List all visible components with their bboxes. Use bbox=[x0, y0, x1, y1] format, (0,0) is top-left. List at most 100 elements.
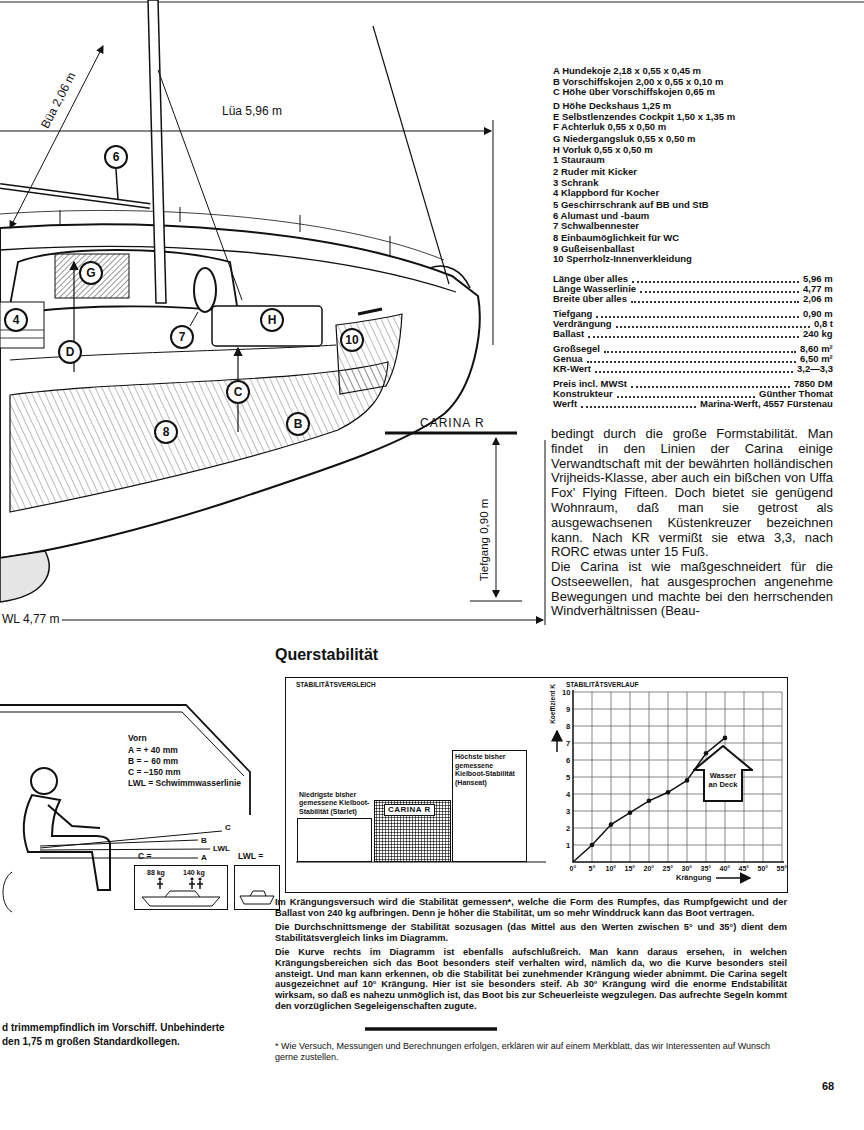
key-entry: 9 Gußeisenballast bbox=[553, 244, 634, 254]
axis-tick: 40° bbox=[720, 865, 731, 873]
spec-name: Ballast bbox=[553, 329, 584, 339]
node-text: C = bbox=[138, 851, 151, 862]
callout-number: C bbox=[226, 380, 250, 404]
axis-tick: 6 bbox=[566, 756, 570, 765]
trim-note: LWL = Schwimmwasserlinie bbox=[128, 778, 241, 788]
axis-tick: 45° bbox=[739, 865, 750, 873]
spec-name: Länge Wasserlinie bbox=[553, 284, 636, 294]
dimension-label: Büa 2,06 m bbox=[37, 69, 78, 130]
spec-name: Länge über alles bbox=[553, 274, 628, 284]
node-text: 8 bbox=[163, 426, 170, 438]
axis-tick: 10 bbox=[562, 688, 570, 697]
spec-value: Marina-Werft, 4557 Fürstenau bbox=[700, 399, 833, 409]
key-entry: 1 Stauraum bbox=[553, 155, 605, 165]
dimension-label: WL 4,77 m bbox=[2, 612, 60, 627]
axis-title: Koeffizient K bbox=[549, 684, 557, 724]
spec-name: KR-Wert bbox=[553, 364, 591, 374]
node-text: H bbox=[268, 314, 277, 326]
node-text: G bbox=[86, 267, 95, 279]
key-entry: 4 Klappbord für Kocher bbox=[553, 188, 659, 198]
node-text: C bbox=[234, 386, 243, 398]
node-text: 140 kg bbox=[183, 868, 205, 877]
key-entry: A Hundekoje 2,18 x 0,55 x 0,45 m bbox=[553, 66, 701, 76]
key-entry: C Höhe über Vorschiffskojen 0,65 m bbox=[553, 87, 715, 97]
page-number: 68 bbox=[822, 1079, 834, 1093]
load-box: C =88 kg140 kg bbox=[134, 865, 228, 910]
dot-leader bbox=[596, 316, 799, 318]
dot-leader bbox=[617, 396, 755, 398]
axis-tick: 2 bbox=[566, 824, 570, 833]
axis-tick: 15° bbox=[625, 865, 636, 873]
axis-tick: 0° bbox=[570, 865, 577, 873]
spec-value: 2,06 m bbox=[803, 294, 833, 304]
axis-tick: 25° bbox=[663, 865, 674, 873]
axis-tick: 4 bbox=[566, 790, 570, 799]
trim-note: C = −150 mm bbox=[128, 767, 180, 777]
dot-leader bbox=[595, 371, 793, 373]
node-text: 88 kg bbox=[147, 868, 165, 877]
boat-name: CARINA R bbox=[420, 416, 485, 431]
node-text: 6 bbox=[113, 151, 120, 163]
callout-number: 8 bbox=[154, 420, 178, 444]
axis-tick: 55° bbox=[777, 865, 788, 873]
spec-value: 240 kg bbox=[803, 329, 833, 339]
key-entry: D Höhe Deckshaus 1,25 m bbox=[553, 101, 671, 111]
callout-number: 4 bbox=[4, 308, 28, 332]
node-text: B bbox=[294, 418, 303, 430]
key-entry: 10 Sperrholz-Innenverkleidung bbox=[553, 254, 692, 264]
axis-tick: 7 bbox=[566, 739, 570, 748]
body-text: den 1,75 m großen Standardkollegen. bbox=[2, 1036, 180, 1048]
key-entry: F Achterluk 0,55 x 0,50 m bbox=[553, 122, 666, 132]
spec-name: Verdrängung bbox=[553, 319, 612, 329]
dot-leader bbox=[588, 336, 799, 338]
spec-name: Preis incl. MWSt bbox=[553, 379, 627, 389]
spec-value: 8,60 m² bbox=[800, 344, 833, 354]
spec-name: Großsegel bbox=[553, 344, 600, 354]
node-text: 10 bbox=[345, 334, 358, 346]
body-text: d trimmempfindlich im Vorschiff. Unbehin… bbox=[2, 1022, 225, 1034]
footnote: * Wie Versuch, Messungen und Berechnunge… bbox=[275, 1041, 790, 1062]
body-text: Die Carina ist wie maßgeschneidert für d… bbox=[551, 560, 833, 619]
arrow-shape: Wasser an Deck bbox=[693, 745, 753, 802]
key-entry: 2 Ruder mit Kicker bbox=[553, 167, 637, 177]
spec-name: Genua bbox=[553, 354, 583, 364]
callout-number: 10 bbox=[340, 328, 364, 352]
spec-value: 5,96 m bbox=[803, 274, 833, 284]
dot-leader bbox=[640, 291, 799, 293]
body-text: bedingt durch die große Formstabilität. … bbox=[551, 427, 833, 560]
key-entry: 6 Alumast und -baum bbox=[553, 211, 649, 221]
arrow-outline bbox=[694, 746, 752, 801]
callout-number: 6 bbox=[104, 145, 128, 169]
spec-name: Breite über alles bbox=[553, 294, 627, 304]
axis-tick: 35° bbox=[701, 865, 712, 873]
spec-value: 3,2—3,3 bbox=[797, 364, 833, 374]
node-text: LWL = bbox=[238, 851, 263, 862]
key-entry: 5 Geschirrschrank auf BB und StB bbox=[553, 200, 709, 210]
spec-value: 6,50 m² bbox=[800, 354, 833, 364]
stability-bar: Niedrigste bisher gemessene Kielboot-Sta… bbox=[297, 818, 372, 862]
line-label: LWL bbox=[213, 844, 230, 853]
key-entry: B Vorschiffskojen 2,00 x 0,55 x 0,10 m bbox=[553, 77, 723, 87]
body-text: Im Krängungsversuch wird die Stabilität … bbox=[275, 897, 787, 919]
node-text: D bbox=[66, 346, 75, 358]
node-text: Höchste bisher gemessene Kielboot-Stabil… bbox=[455, 753, 525, 787]
spec-value: 4,77 m bbox=[803, 284, 833, 294]
key-entry: 3 Schrank bbox=[553, 178, 598, 188]
axis-tick: 3 bbox=[566, 807, 570, 816]
trim-note: B = − 60 mm bbox=[128, 756, 178, 766]
dot-leader bbox=[631, 386, 790, 388]
axis-tick: 10° bbox=[606, 865, 617, 873]
key-entry: 7 Schwalbennester bbox=[553, 221, 639, 231]
spec-value: 0,90 m bbox=[803, 309, 833, 319]
node-text: Wasser an Deck bbox=[705, 771, 741, 789]
spec-name: Konstrukteur bbox=[553, 389, 613, 399]
stability-bar: Höchste bisher gemessene Kielboot-Stabil… bbox=[452, 750, 527, 862]
axis-tick: 30° bbox=[682, 865, 693, 873]
dot-leader bbox=[631, 301, 799, 303]
body-text: Die Durchschnittsmenge der Stabilität so… bbox=[275, 922, 787, 944]
spec-name: Tiefgang bbox=[553, 309, 592, 319]
node-text: STABILITÄTSVERLAUF bbox=[566, 681, 638, 689]
key-entry: 8 Einbaumöglichkeit für WC bbox=[553, 233, 679, 243]
node-text: Niedrigste bisher gemessene Kielboot-Sta… bbox=[299, 791, 371, 817]
